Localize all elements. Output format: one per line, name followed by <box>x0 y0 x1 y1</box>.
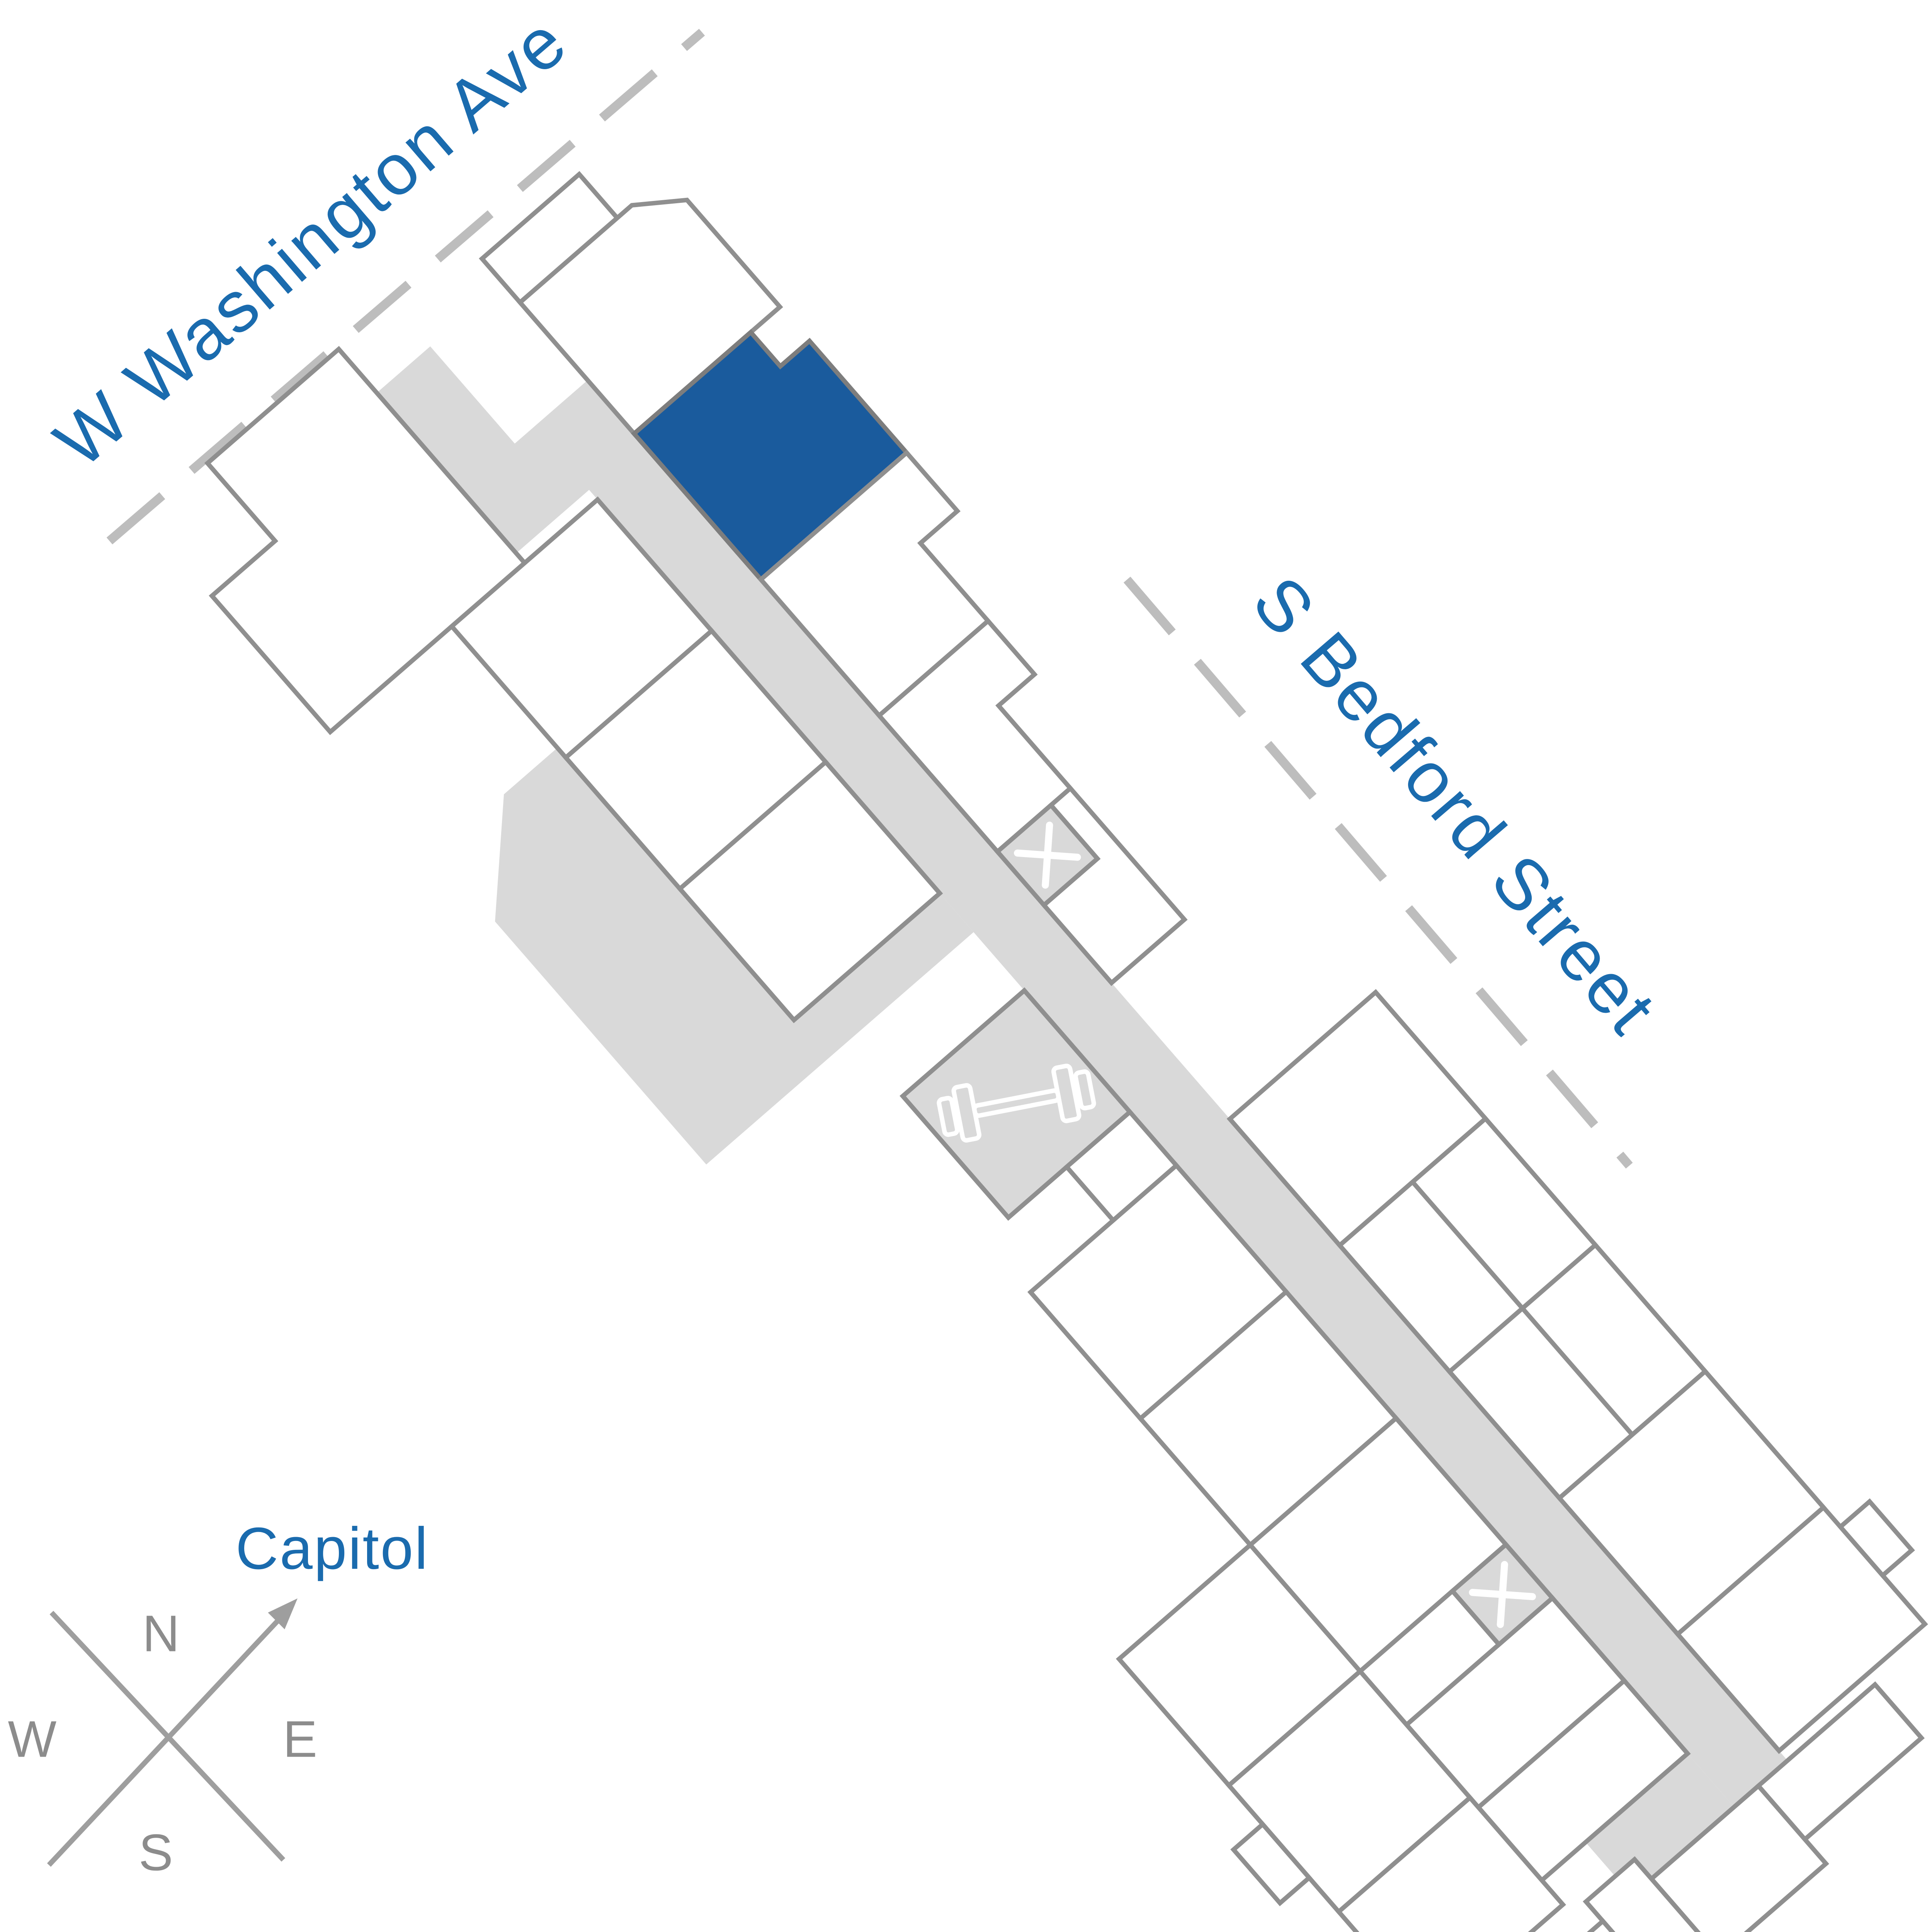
unit-outline <box>677 759 943 1024</box>
compass-line-ne <box>47 1618 280 1867</box>
elevator-icon <box>1449 1541 1556 1648</box>
compass-line-nw <box>49 1611 286 1862</box>
compass: N W E S <box>8 1598 317 1881</box>
elevator-icon <box>994 802 1101 908</box>
compass-south-label: S <box>139 1824 173 1881</box>
walkway-entrance <box>377 346 519 495</box>
landmark-label: Capitol <box>236 1515 429 1582</box>
compass-east-label: E <box>283 1711 317 1768</box>
bedford-dashed-line <box>1123 577 1633 1169</box>
compass-north-label: N <box>143 1605 180 1662</box>
unit-outline <box>1583 1856 1714 1932</box>
walkway-end-hook <box>1585 1753 1734 1896</box>
unit-outline <box>1230 1821 1313 1906</box>
compass-west-label: W <box>8 1711 56 1768</box>
washington-dashed-line <box>106 29 705 544</box>
unit-divider <box>1520 1307 1634 1436</box>
unit-outline <box>1837 1498 1915 1579</box>
street-label-bedford: S Bedford Street <box>1238 561 1673 1050</box>
compass-arrowhead <box>268 1598 298 1629</box>
unit-outline <box>1335 1794 1566 1932</box>
unit-outline <box>1674 1504 1928 1754</box>
walkway-plaza <box>495 748 974 1165</box>
unit-outline <box>1648 1782 1829 1932</box>
walkway-main-corridor <box>534 380 1788 1807</box>
unit-divider <box>1411 1180 1524 1310</box>
building-strip <box>204 171 1928 1932</box>
gym-dumbbell-icon <box>937 1063 1096 1143</box>
